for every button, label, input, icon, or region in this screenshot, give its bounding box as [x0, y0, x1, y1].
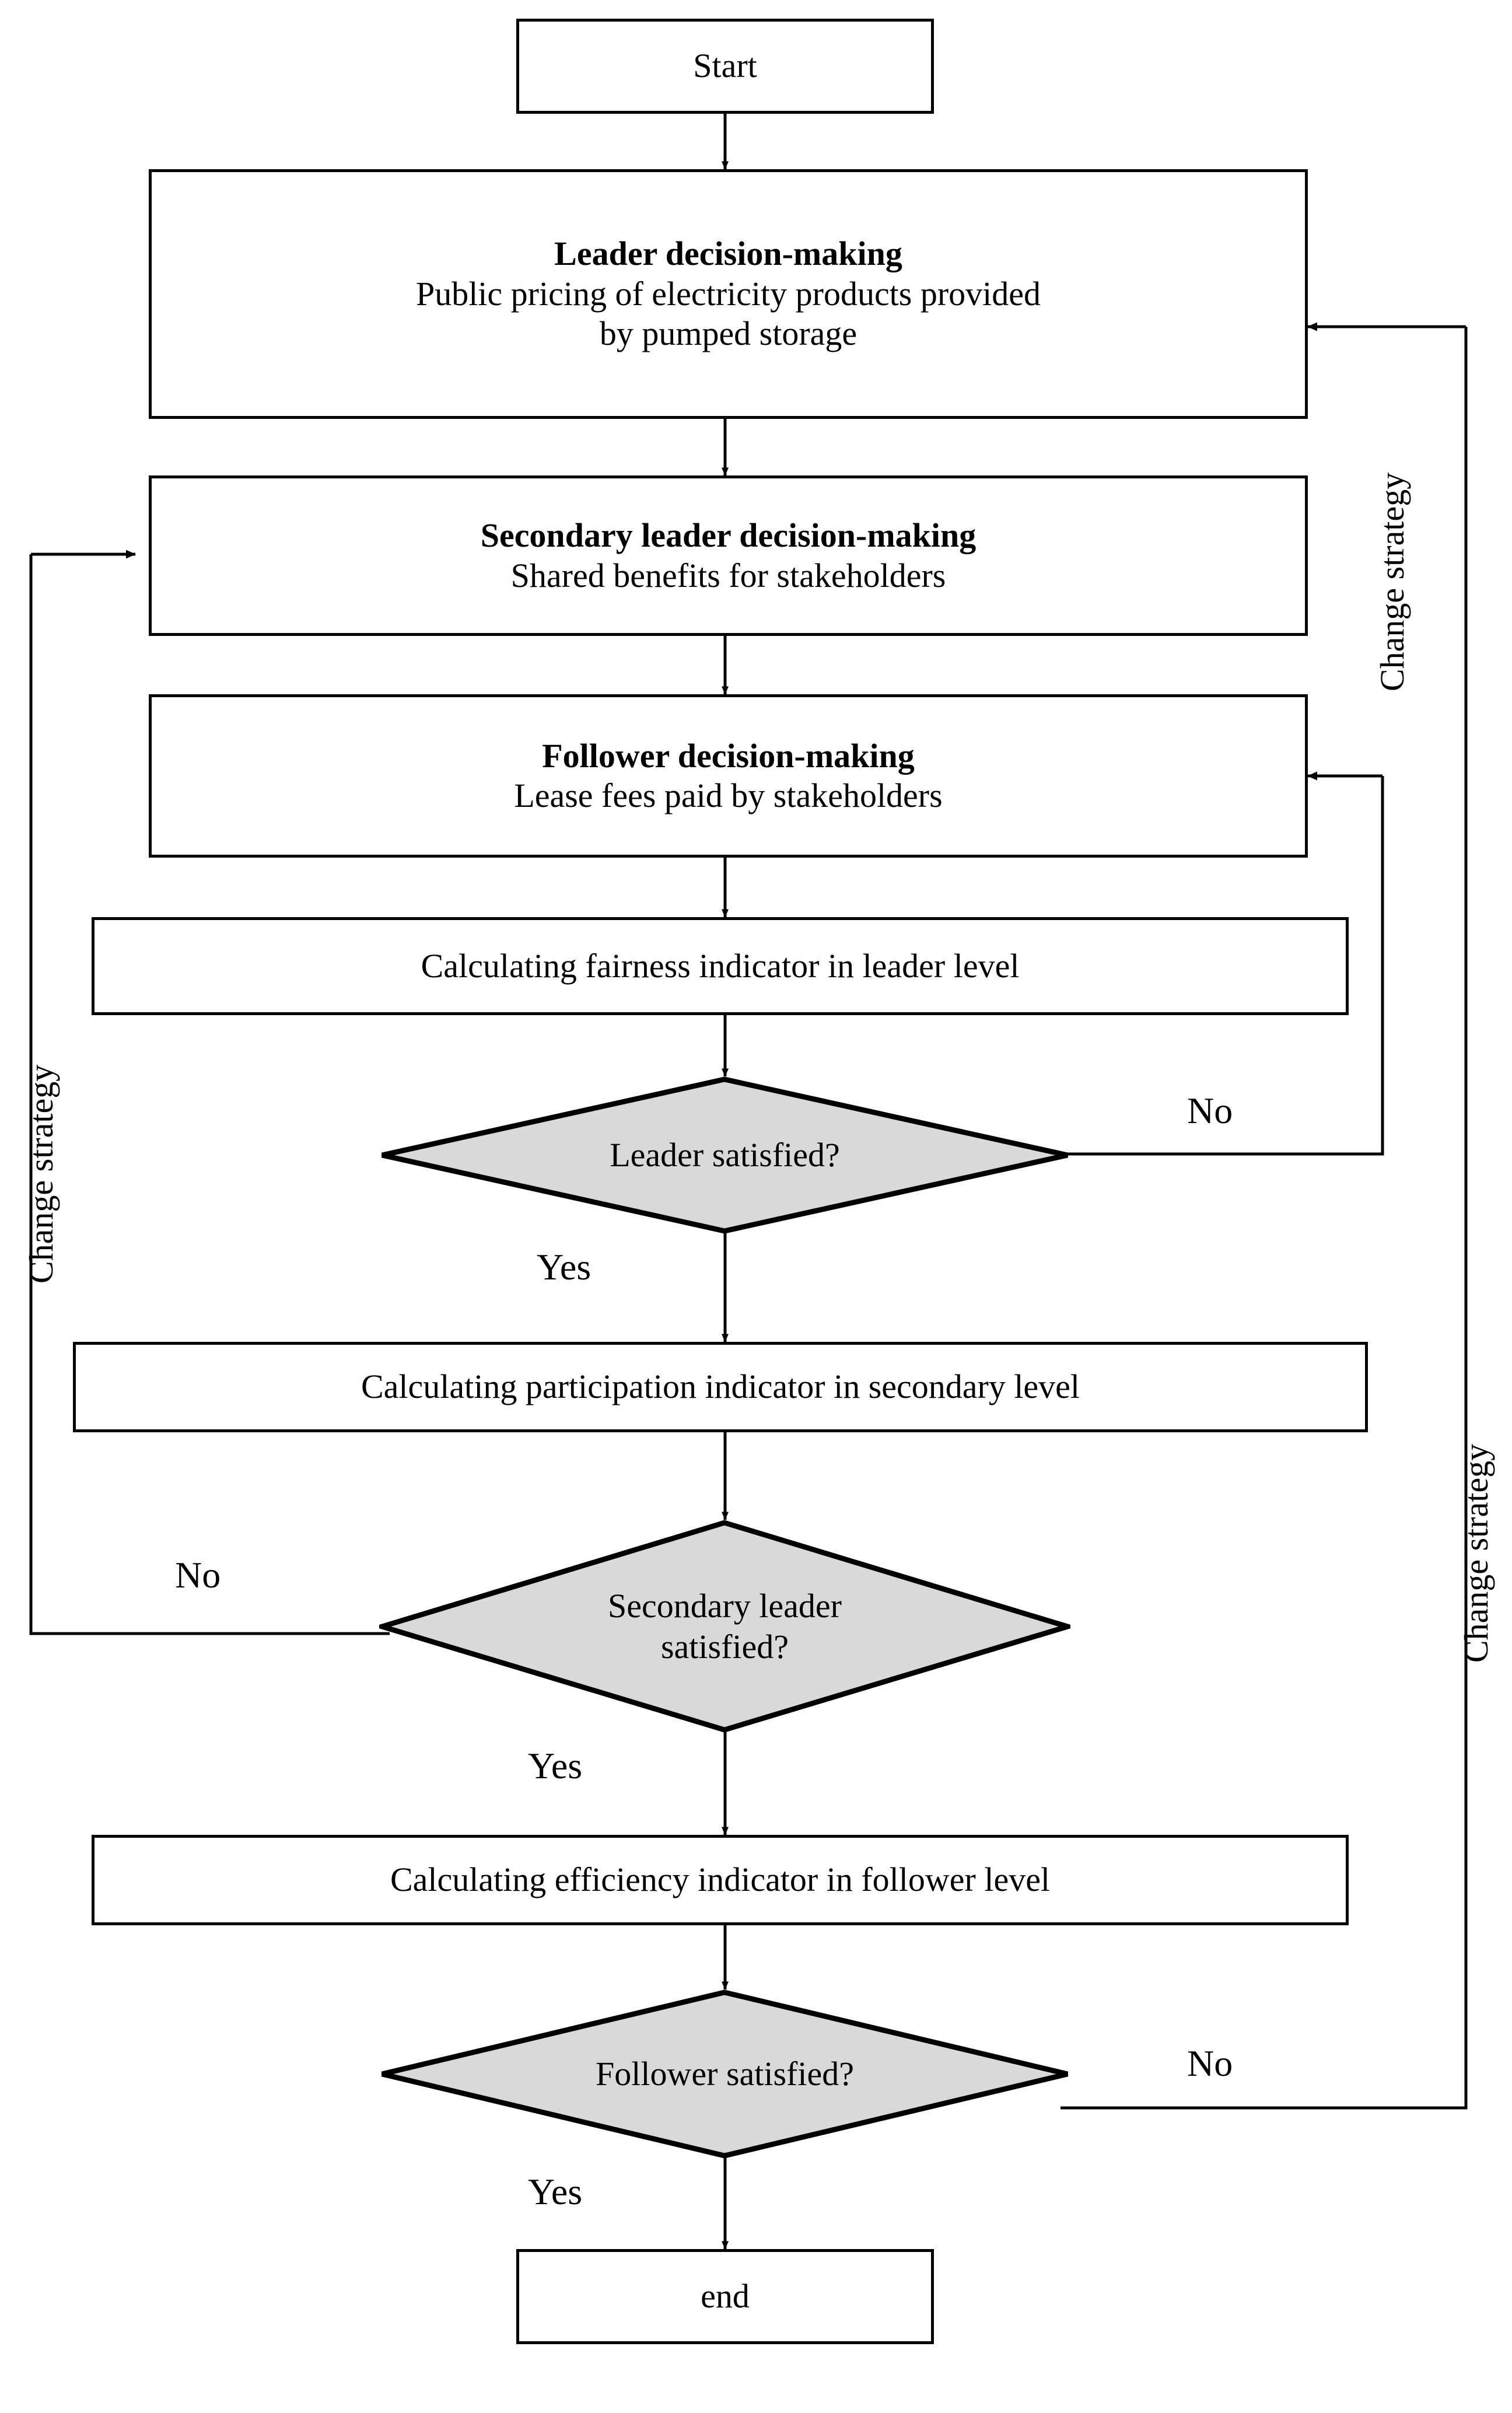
leader-satisfied-shape	[382, 1076, 1068, 1234]
node-leader-sub-line2: by pumped storage	[599, 314, 858, 353]
node-secondary-sub-line1: Shared benefits for stakeholders	[510, 556, 946, 594]
edge-label-follower-no: No	[1187, 2043, 1233, 2084]
edge-label-follower-yes: Yes	[528, 2171, 583, 2212]
node-leader-decision-making[interactable]: Leader decision-making Public pricing of…	[149, 169, 1308, 419]
secondary-leader-satisfied-shape	[379, 1520, 1070, 1733]
node-follower-satisfied[interactable]: Follower satisfied?	[379, 1989, 1070, 2159]
node-follower-decision-making[interactable]: Follower decision-making Lease fees paid…	[149, 694, 1308, 858]
edge-label-change-strategy-left: Change strategy	[22, 1064, 60, 1284]
node-calculating-participation-indicator[interactable]: Calculating participation indicator in s…	[73, 1342, 1368, 1432]
edge-follower-no-path	[1060, 327, 1468, 2110]
node-calc-fairness-label: Calculating fairness indicator in leader…	[421, 946, 1020, 985]
node-end-label: end	[701, 2277, 750, 2316]
node-secondary-leader-satisfied[interactable]: Secondary leader satisfied?	[379, 1520, 1070, 1733]
node-secondary-leader-decision-making[interactable]: Secondary leader decision-making Shared …	[149, 475, 1308, 636]
edge-label-leader-yes: Yes	[537, 1246, 592, 1288]
node-calculating-efficiency-indicator[interactable]: Calculating efficiency indicator in foll…	[92, 1835, 1349, 1925]
node-follower-title: Follower decision-making	[542, 736, 915, 775]
node-calculating-fairness-indicator[interactable]: Calculating fairness indicator in leader…	[92, 917, 1349, 1015]
node-leader-satisfied[interactable]: Leader satisfied?	[379, 1076, 1070, 1234]
node-start-label: Start	[693, 47, 757, 85]
node-follower-sub-line1: Lease fees paid by stakeholders	[514, 777, 943, 814]
follower-satisfied-shape	[381, 1989, 1069, 2159]
node-leader-sub-line1: Public pricing of electricity products p…	[415, 274, 1041, 313]
node-secondary-title: Secondary leader decision-making	[480, 516, 977, 555]
edge-label-secondary-yes: Yes	[528, 1745, 583, 1786]
edge-label-change-strategy-right-bottom: Change strategy	[1457, 1443, 1495, 1663]
node-end[interactable]: end	[516, 2249, 934, 2344]
edge-secondary-no-path	[29, 554, 390, 1635]
edge-leader-no-path	[1060, 776, 1384, 1156]
node-calc-participation-label: Calculating participation indicator in s…	[360, 1368, 1080, 1406]
edge-label-secondary-no: No	[175, 1554, 221, 1596]
node-calc-efficiency-label: Calculating efficiency indicator in foll…	[390, 1861, 1051, 1899]
node-start[interactable]: Start	[516, 19, 934, 114]
node-leader-title: Leader decision-making	[554, 235, 902, 273]
edge-label-leader-no: No	[1187, 1090, 1233, 1131]
edge-label-change-strategy-right-top: Change strategy	[1373, 472, 1411, 691]
